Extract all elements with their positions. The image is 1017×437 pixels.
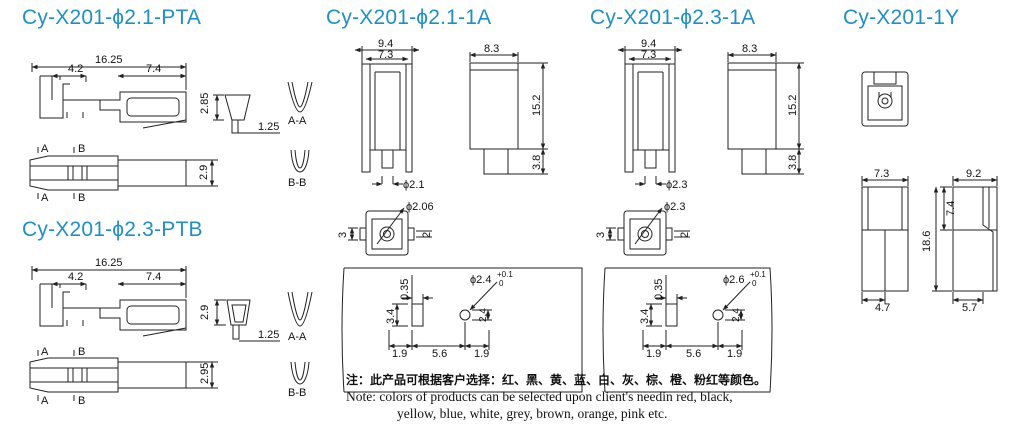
ptb-dim-h29: 2.9 — [199, 305, 211, 320]
pta-label-bb: B-B — [288, 177, 306, 189]
y1-dim-w57: 5.7 — [962, 302, 977, 314]
pta-section-bb — [290, 149, 310, 173]
ptb-side-view — [31, 266, 187, 337]
title-ptb: Cy-X201-ϕ2.3-PTB — [22, 218, 203, 241]
ptb-section-b-top: B — [78, 346, 85, 358]
ptb-dim-h295: 2.95 — [199, 363, 211, 384]
a21-tol-plus: +0.1 — [497, 270, 513, 279]
note-english-line1: Note: colors of products can be selected… — [346, 389, 733, 404]
a23-dim-34: 3.4 — [639, 309, 651, 324]
a23-dim-w73: 7.3 — [641, 49, 656, 61]
a23-dim-h38: 3.8 — [787, 155, 799, 170]
ptb-label-aa: A-A — [288, 331, 307, 343]
a21-dim-035: 0.35 — [399, 279, 411, 300]
a21-dim-24: 2.4 — [478, 308, 489, 322]
a23-dim-phi: ϕ2.3 — [666, 179, 687, 191]
ptb-dim-a: 4.2 — [68, 271, 83, 283]
ptb-dim-offset: 1.25 — [258, 329, 279, 341]
a23-bottom-view — [606, 207, 690, 256]
a23-dim-h152: 15.2 — [787, 95, 799, 116]
ptb-top-view — [29, 350, 218, 401]
a21-dim-34: 3.4 — [385, 309, 397, 324]
pta-dim-b: 7.4 — [146, 63, 161, 75]
pta-top-view — [29, 147, 218, 199]
a21-dim-two: 2 — [421, 232, 433, 238]
a23-tol-plus: +0.1 — [750, 270, 766, 279]
y1-dim-w73: 7.3 — [874, 168, 889, 180]
a23-dim-035: 0.35 — [653, 279, 665, 300]
a23-dim-19b: 1.9 — [727, 348, 742, 360]
a23-dim-19a: 1.9 — [646, 348, 661, 360]
a21-dim-56: 5.6 — [432, 348, 447, 360]
ptb-label-bb: B-B — [288, 387, 306, 399]
pta-dim-h29: 2.9 — [198, 165, 210, 180]
a21-side-view — [469, 52, 548, 175]
pta-section-b-top: B — [78, 143, 85, 155]
title-1a-23: Cy-X201-ϕ2.3-1A — [590, 6, 756, 29]
a21-dim-w83: 8.3 — [484, 43, 499, 55]
a23-tol-zero: 0 — [752, 279, 757, 288]
y1-dim-w92: 9.2 — [966, 168, 981, 180]
pta-section-aa — [287, 81, 313, 113]
ptb-section-a-bottom: A — [41, 395, 49, 407]
a23-hole-pattern — [602, 267, 773, 393]
ptb-section-bb — [290, 361, 310, 385]
pta-section-a-bottom: A — [41, 192, 49, 204]
pta-section-a-top: A — [41, 143, 49, 155]
a23-dim-w83: 8.3 — [742, 43, 757, 55]
pta-dim-total: 16.25 — [95, 54, 123, 66]
title-pta: Cy-X201-ϕ2.1-PTA — [22, 6, 202, 29]
a21-dim-phi24: ϕ2.4 — [470, 274, 491, 286]
ptb-end-view — [214, 299, 280, 342]
pta-dim-a: 4.2 — [68, 63, 83, 75]
a21-front-view — [354, 46, 420, 187]
a21-hole-pattern — [341, 267, 583, 393]
a21-dim-w94: 9.4 — [378, 38, 393, 50]
pta-section-b-bottom: B — [78, 192, 85, 204]
a23-dim-two: 2 — [679, 232, 691, 238]
y1-front-view — [861, 176, 909, 304]
note-english-line2: yellow, blue, white, grey, brown, orange… — [397, 406, 668, 421]
ptb-dim-total: 16.25 — [95, 257, 123, 269]
pta-end-view — [213, 94, 280, 134]
a23-front-view — [617, 46, 683, 187]
title-1a-21: Cy-X201-ϕ2.1-1A — [326, 6, 492, 29]
a21-bottom-view — [348, 207, 432, 256]
a21-dim-h152: 15.2 — [531, 95, 543, 116]
a23-dim-three: 3 — [595, 232, 607, 238]
ptb-dim-b: 7.4 — [146, 271, 161, 283]
a23-dim-24: 2.4 — [731, 308, 742, 322]
pta-dim-height: 2.85 — [199, 93, 211, 114]
a21-dim-19a: 1.9 — [392, 348, 407, 360]
a21-dim-19b: 1.9 — [474, 348, 489, 360]
a21-dim-phi206: ϕ2.06 — [406, 201, 434, 213]
y1-dim-w47: 4.7 — [875, 302, 890, 314]
a21-dim-w73: 7.3 — [378, 49, 393, 61]
y1-dim-h186: 18.6 — [921, 231, 933, 252]
pta-dim-offset: 1.25 — [258, 121, 279, 133]
a21-dim-three: 3 — [337, 232, 349, 238]
a23-dim-w94: 9.4 — [641, 38, 656, 50]
pta-side-view — [31, 63, 187, 129]
a23-dim-phi-bottom: ϕ2.3 — [664, 201, 685, 213]
y1-side-view — [932, 176, 998, 304]
y1-top-view — [861, 71, 909, 127]
note-chinese: 注：此产品可根据客户选择：红、黑、黄、蓝、白、灰、棕、橙、粉红等颜色。 — [346, 373, 767, 387]
a21-dim-phi: ϕ2.1 — [403, 179, 424, 191]
a23-side-view — [727, 52, 804, 175]
a21-tol-zero: 0 — [499, 279, 504, 288]
ptb-section-a-top: A — [41, 346, 49, 358]
a21-dim-h38: 3.8 — [531, 155, 543, 170]
a23-dim-56: 5.6 — [686, 348, 701, 360]
a23-dim-phi26: ϕ2.6 — [723, 274, 744, 286]
pta-label-aa: A-A — [288, 115, 307, 127]
ptb-section-aa — [287, 291, 313, 327]
y1-dim-h74: 7.4 — [945, 201, 957, 216]
title-1y: Cy-X201-1Y — [843, 6, 960, 29]
ptb-section-b-bottom: B — [78, 395, 85, 407]
